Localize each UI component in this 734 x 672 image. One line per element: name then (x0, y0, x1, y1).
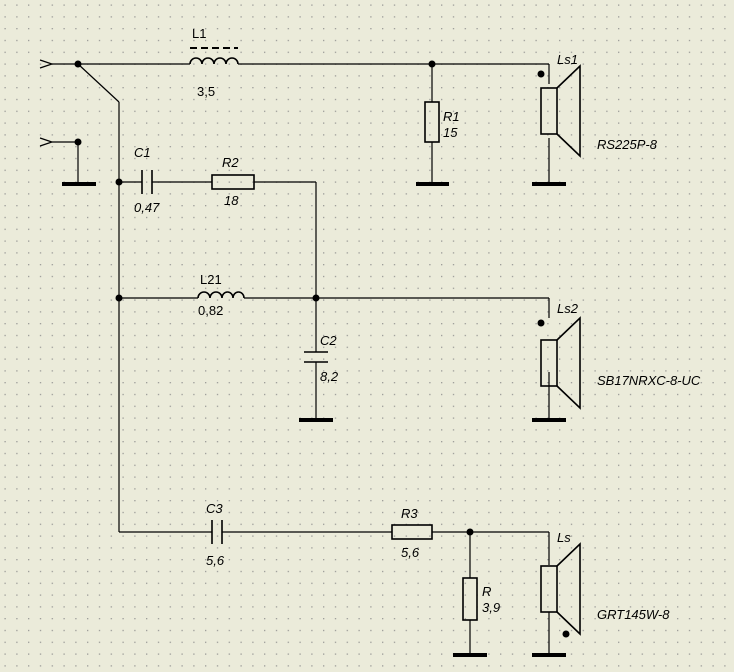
input-terminal-positive[interactable] (39, 59, 78, 69)
ls1-polarity-dot (537, 70, 545, 78)
ls2-model: SB17NRXC-8-UC (597, 373, 701, 388)
ls1-model: RS225P-8 (597, 137, 658, 152)
ls-model: GRT145W-8 (597, 607, 670, 622)
l21-ref: L21 (200, 272, 222, 287)
resistor-r[interactable]: R 3,9 (462, 577, 500, 621)
l1-ref: L1 (192, 26, 206, 41)
c2-ref: C2 (320, 333, 337, 348)
c1-value: 0,47 (134, 200, 160, 215)
r3-ref: R3 (401, 506, 418, 521)
r1-value: 15 (443, 125, 458, 140)
ground-bars (299, 182, 566, 657)
c1-ref: C1 (134, 145, 151, 160)
r-value: 3,9 (482, 600, 500, 615)
junction-dots (74, 60, 474, 536)
speaker-ls[interactable]: Ls GRT145W-8 (540, 530, 670, 638)
ls-ref: Ls (557, 530, 571, 545)
capacitor-c1[interactable]: C1 0,47 (134, 145, 160, 215)
ls2-polarity-dot (537, 319, 545, 327)
r2-ref: R2 (222, 155, 239, 170)
capacitor-c2[interactable]: C2 8,2 (304, 333, 339, 384)
resistor-r1[interactable]: R1 15 (424, 101, 460, 143)
r-ref: R (482, 584, 491, 599)
inductor-l21[interactable]: L21 0,82 (197, 272, 245, 318)
ls1-ref: Ls1 (557, 52, 578, 67)
wires (77, 63, 550, 654)
l1-value: 3,5 (197, 84, 215, 99)
ls-polarity-dot (562, 630, 570, 638)
capacitor-c3[interactable]: C3 5,6 (206, 501, 225, 568)
l21-value: 0,82 (198, 303, 223, 318)
speaker-ls2[interactable]: Ls2 SB17NRXC-8-UC (537, 301, 701, 410)
inductor-l1[interactable]: L1 3,5 (189, 26, 239, 99)
c2-value: 8,2 (320, 369, 339, 384)
speaker-ls1[interactable]: Ls1 RS225P-8 (537, 52, 658, 158)
resistor-r3[interactable]: R3 5,6 (391, 506, 433, 560)
r2-value: 18 (224, 193, 239, 208)
r3-value: 5,6 (401, 545, 420, 560)
c3-value: 5,6 (206, 553, 225, 568)
r1-ref: R1 (443, 109, 460, 124)
ls2-ref: Ls2 (557, 301, 579, 316)
input-terminal-negative[interactable] (39, 137, 79, 183)
resistor-r2[interactable]: R2 18 (211, 155, 255, 208)
c3-ref: C3 (206, 501, 223, 516)
